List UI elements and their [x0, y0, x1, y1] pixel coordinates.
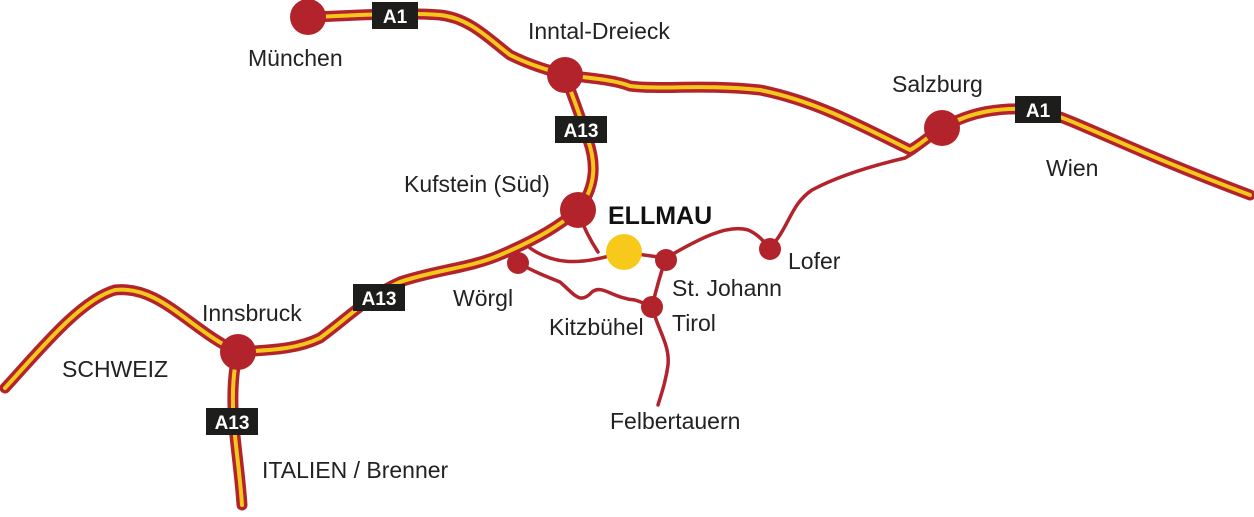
- shield-a1-east: A1: [1015, 96, 1061, 123]
- shield-a1-west-label: A1: [383, 7, 408, 28]
- shield-a1-east-label: A1: [1026, 101, 1051, 122]
- label-salzburg: Salzburg: [892, 71, 983, 97]
- shield-a13-mid-label: A13: [362, 289, 397, 310]
- motorway-a1-west-center: [306, 11, 567, 77]
- label-innsbruck: Innsbruck: [202, 300, 302, 326]
- label-italien-brenner: ITALIEN / Brenner: [262, 457, 449, 483]
- shield-a1-west: A1: [372, 2, 418, 29]
- road-woergl-kitzbuehel: [516, 261, 654, 309]
- label-woergl: Wörgl: [453, 285, 513, 311]
- motorway-schweiz-innsbruck-center: [3, 287, 240, 390]
- label-lofer: Lofer: [788, 248, 841, 274]
- shield-a13-south-label: A13: [215, 413, 250, 434]
- town-node-icon: [759, 238, 781, 260]
- secondary-roads: [516, 126, 944, 407]
- label-schweiz: SCHWEIZ: [62, 356, 168, 382]
- motorway-a1-east: [936, 103, 1254, 201]
- place-labels: München Inntal-Dreieck Salzburg Wien Kuf…: [62, 18, 1098, 483]
- label-kitzbuehel: Kitzbühel: [549, 314, 644, 340]
- motorway-a1-west: [302, 8, 571, 81]
- city-node-icon: [290, 0, 326, 35]
- label-inntal-dreieck: Inntal-Dreieck: [528, 18, 670, 44]
- label-destination: ELLMAU: [608, 202, 712, 230]
- shield-a13-south: A13: [206, 408, 258, 435]
- city-node-icon: [924, 110, 960, 146]
- road-felbertauern: [650, 305, 670, 407]
- label-tirol: Tirol: [672, 310, 716, 336]
- motorway-center-lines: [3, 11, 1252, 507]
- road-stjohann-lofer: [664, 226, 772, 260]
- town-node-icon: [507, 252, 529, 274]
- town-node-icon: [655, 249, 677, 271]
- shield-a13-mid: A13: [353, 284, 405, 311]
- city-node-icon: [547, 57, 583, 93]
- city-nodes: [220, 0, 960, 370]
- shield-a13-north-label: A13: [564, 121, 599, 142]
- label-muenchen: München: [248, 45, 343, 71]
- destination-marker-icon: [606, 234, 642, 270]
- city-node-icon: [220, 334, 256, 370]
- label-felbertauern: Felbertauern: [610, 408, 740, 434]
- label-st-johann: St. Johann: [672, 275, 782, 301]
- motorway-inntal-salzburg-center: [563, 73, 944, 152]
- label-wien: Wien: [1046, 155, 1098, 181]
- city-node-icon: [560, 192, 596, 228]
- town-nodes: [507, 238, 781, 318]
- motorway-kufstein-innsbruck-center: [236, 208, 580, 354]
- shield-a13-north: A13: [555, 116, 607, 143]
- label-kufstein: Kufstein (Süd): [404, 171, 550, 197]
- town-node-icon: [641, 296, 663, 318]
